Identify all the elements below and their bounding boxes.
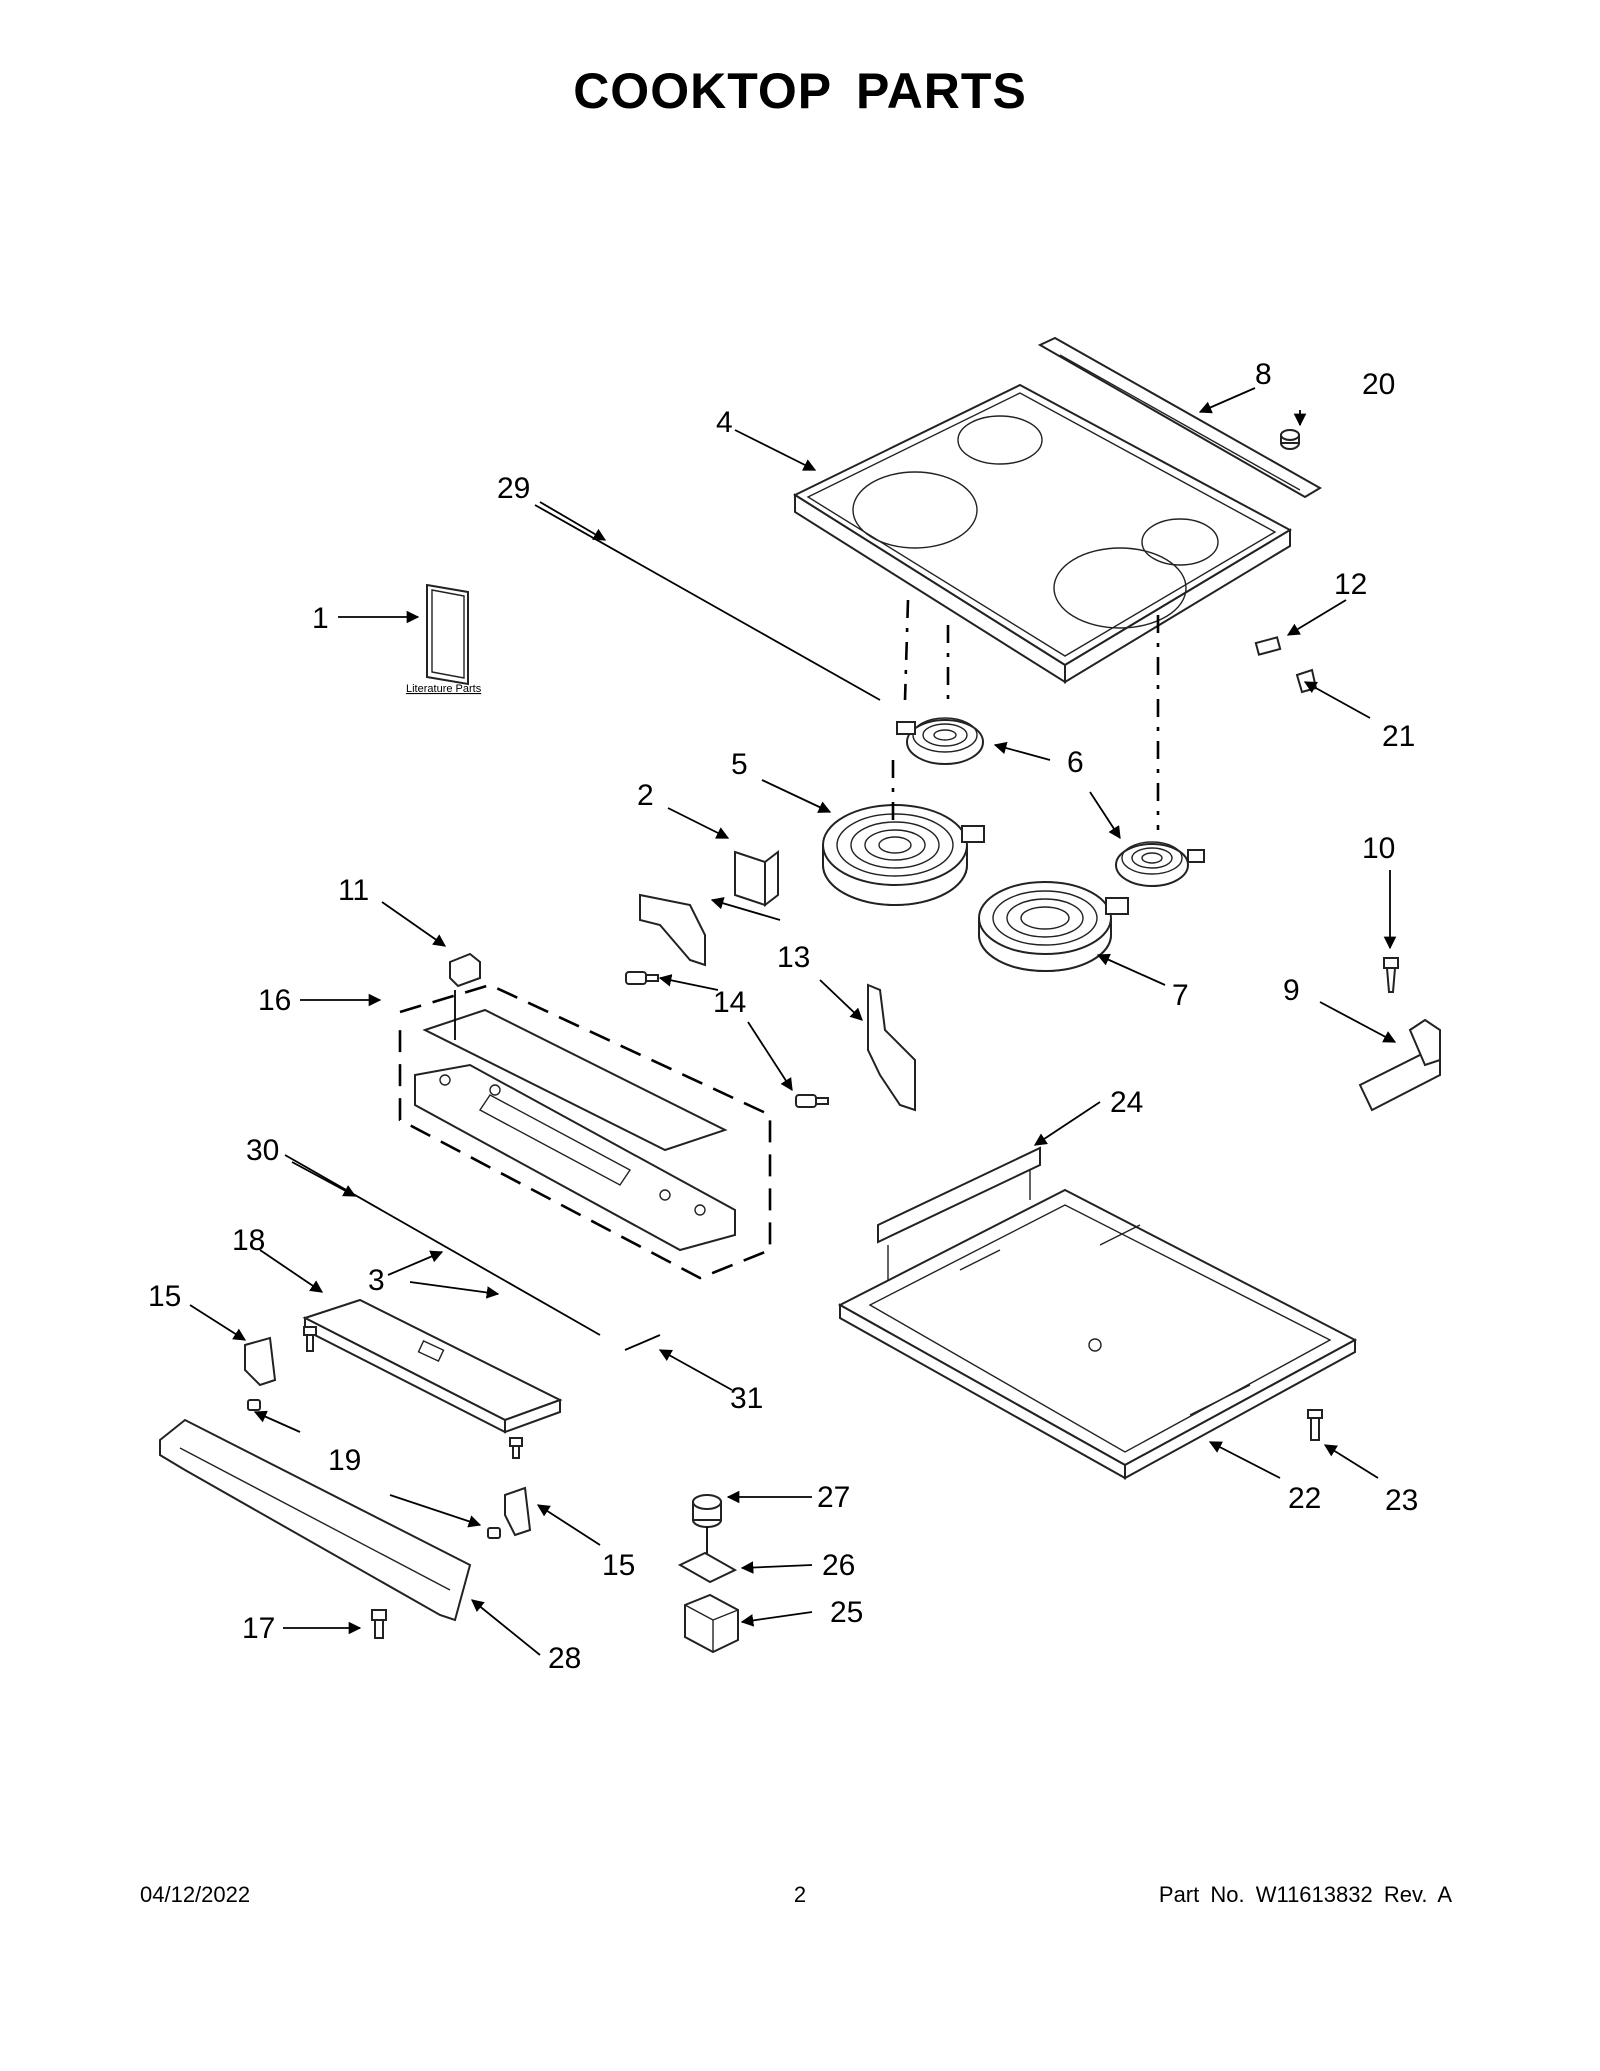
callout-number: 16 <box>258 984 291 1017</box>
end-bracket-right <box>504 1486 532 1537</box>
footer-part-number: Part No. W11613832 Rev. A <box>1158 1882 1452 1907</box>
callout-number: 5 <box>731 748 748 781</box>
callout-number: 10 <box>1362 832 1395 865</box>
anti-tip-bracket <box>1358 1018 1441 1112</box>
large-element <box>822 804 985 906</box>
frame-screw <box>1307 1409 1323 1441</box>
grommet <box>1280 429 1300 450</box>
callout-number: 21 <box>1382 720 1415 753</box>
screw <box>625 971 659 985</box>
callout-number: 23 <box>1385 1484 1418 1517</box>
screw <box>795 1094 829 1108</box>
lower-trim <box>159 1418 472 1622</box>
switch-cap <box>692 1494 722 1528</box>
callout-number: 28 <box>548 1642 581 1675</box>
bracket-left <box>734 849 779 908</box>
control-housing <box>302 1298 563 1434</box>
spring-clip <box>1295 668 1318 694</box>
small-element-rear <box>1115 841 1205 887</box>
infinite-switch <box>684 1593 739 1654</box>
footer-page-number: 2 <box>793 1882 807 1907</box>
callout-number: 4 <box>716 406 733 439</box>
callout-number: 14 <box>713 986 746 1019</box>
cooktop-glass <box>792 383 1293 684</box>
callout-number: 22 <box>1288 1482 1321 1515</box>
callout-number: 6 <box>1067 746 1084 779</box>
callout-number: 11 <box>338 874 369 907</box>
end-bracket-left <box>244 1336 277 1387</box>
control-console <box>414 1008 736 1252</box>
callout-leaders <box>189 387 1397 1656</box>
screw <box>247 1399 261 1411</box>
callout-number: 12 <box>1334 568 1367 601</box>
screw <box>371 1609 387 1639</box>
callout-number: 7 <box>1172 979 1189 1012</box>
mounting-screw <box>1383 957 1399 993</box>
callout-number: 29 <box>497 472 530 505</box>
medium-element <box>978 881 1129 972</box>
screw <box>487 1527 501 1539</box>
callout-number: 13 <box>777 941 810 974</box>
callout-number: 9 <box>1283 974 1300 1007</box>
literature-label: Literature Parts <box>406 683 482 695</box>
callout-number: 30 <box>246 1134 279 1167</box>
bracket-right <box>867 983 916 1112</box>
callout-number: 24 <box>1110 1086 1143 1119</box>
footer-date: 04/12/2022 <box>140 1882 251 1907</box>
screw <box>303 1326 317 1352</box>
callout-number: 27 <box>817 1481 850 1514</box>
callout-number: 15 <box>148 1280 181 1313</box>
switch-gasket <box>677 1551 738 1584</box>
screw <box>509 1437 523 1459</box>
control-knob <box>449 952 481 988</box>
callout-number: 18 <box>232 1224 265 1257</box>
callout-number: 26 <box>822 1549 855 1582</box>
bracket-clip <box>1254 636 1282 656</box>
callout-number: 2 <box>637 779 654 812</box>
bracket-center <box>639 893 706 967</box>
cooktop-support-frame <box>837 1188 1358 1480</box>
callout-number: 1 <box>312 602 329 635</box>
page-title: COOKTOP PARTS <box>573 63 1027 119</box>
small-element-front <box>896 717 984 765</box>
callout-number: 8 <box>1255 358 1272 391</box>
rear-trim <box>1037 336 1322 499</box>
heat-shield <box>877 1146 1041 1285</box>
callout-number: 17 <box>242 1612 275 1645</box>
callout-number: 3 <box>368 1264 385 1297</box>
callout-number: 20 <box>1362 368 1395 401</box>
callout-number: 25 <box>830 1596 863 1629</box>
callout-number: 19 <box>328 1444 361 1477</box>
callout-number: 15 <box>602 1549 635 1582</box>
literature-booklet <box>426 583 469 686</box>
callout-number: 31 <box>730 1382 763 1415</box>
